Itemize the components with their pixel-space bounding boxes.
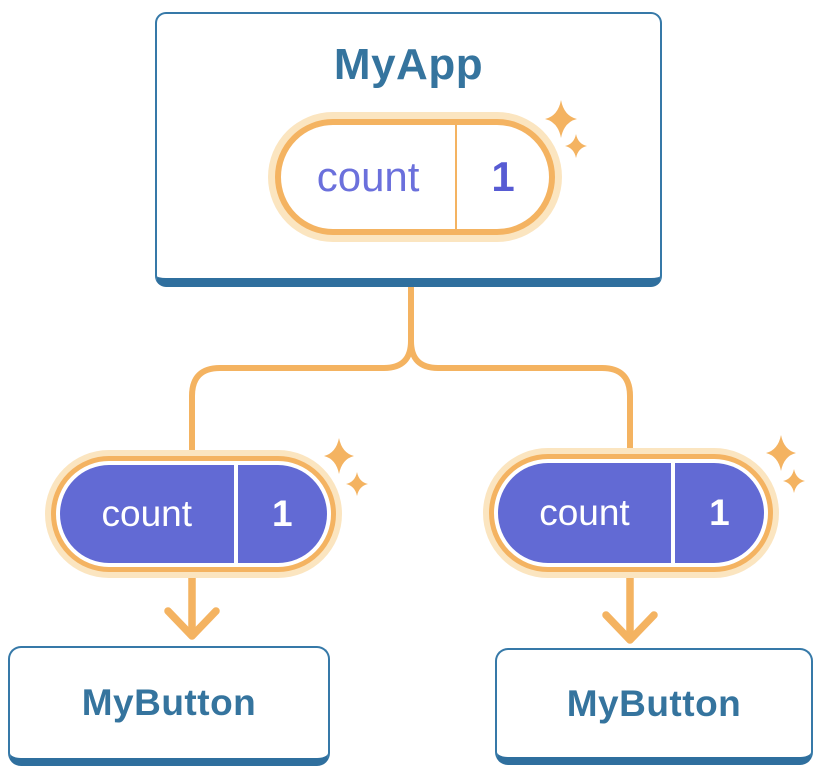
state-value: 1 [670, 463, 764, 563]
component-title: MyButton [566, 682, 742, 724]
tree-connector-left [189, 285, 414, 455]
pill-body: count 1 [498, 463, 764, 563]
state-name: count [539, 492, 630, 533]
component-title: MyButton [81, 682, 257, 723]
arrow-down-icon [164, 572, 220, 640]
state-value: 1 [233, 465, 327, 563]
pill-ring: count 1 [51, 456, 336, 572]
arrow-down-icon [602, 572, 658, 644]
state-pill-left-child: count 1 [45, 450, 342, 578]
pill-ring: count 1 [275, 119, 555, 235]
component-node-mybutton-left: MyButton [8, 646, 330, 766]
pill-halo: count 1 [483, 448, 779, 578]
component-title: MyApp [333, 40, 484, 89]
pill-halo: count 1 [45, 450, 342, 578]
state-name: count [101, 493, 193, 534]
pill-body: count 1 [60, 465, 327, 563]
pill-halo: count 1 [268, 112, 562, 242]
component-node-mybutton-right: MyButton [495, 648, 813, 765]
state-value: 1 [455, 125, 549, 229]
pill-ring: count 1 [489, 454, 773, 572]
state-pill-root: count 1 [268, 112, 562, 242]
state-name: count [316, 153, 420, 200]
tree-connector-right [408, 285, 633, 453]
state-pill-right-child: count 1 [483, 448, 779, 578]
